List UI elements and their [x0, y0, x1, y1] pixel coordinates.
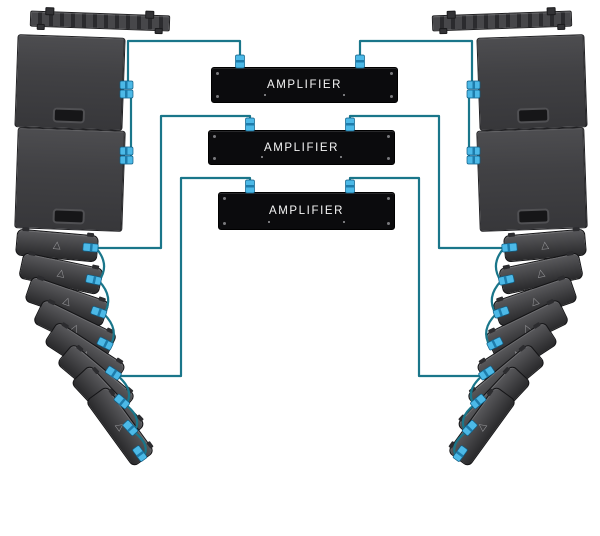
amplifier-label: AMPLIFIER: [268, 205, 345, 217]
left-rigging-frame: [29, 7, 171, 35]
panel-dot-icon: [260, 156, 263, 158]
screw-icon: [213, 135, 216, 138]
speaker-logo-icon: △: [52, 239, 62, 251]
rigging-pin: [145, 10, 155, 19]
speaker-logo-icon: △: [529, 294, 541, 308]
screw-icon: [223, 222, 226, 225]
screw-icon: [387, 197, 390, 200]
amplifier-2: AMPLIFIER: [208, 130, 395, 165]
rigging-foot: [557, 23, 566, 31]
screw-icon: [223, 197, 226, 200]
speaker-logo-icon: △: [61, 294, 73, 308]
panel-dot-icon: [263, 94, 266, 96]
panel-dot-icon: [268, 221, 270, 223]
screw-icon: [387, 157, 390, 160]
amplifier-label: AMPLIFIER: [266, 79, 343, 91]
panel-dot-icon: [343, 221, 345, 223]
right-top-speaker: [476, 34, 588, 131]
screw-icon: [390, 95, 393, 98]
left-top-speaker: [14, 34, 126, 131]
speaker-logo-icon: △: [113, 419, 128, 433]
rigging-foot: [439, 27, 448, 35]
speaker-logo-icon: △: [540, 239, 550, 251]
speaker-handle: [52, 208, 85, 225]
amplifier-1: AMPLIFIER: [211, 67, 398, 103]
rigging-pin: [446, 10, 456, 19]
speaker-logo-icon: △: [474, 419, 489, 433]
panel-dot-icon: [340, 156, 343, 158]
right-rigging-frame: [431, 7, 573, 35]
amplifier-label: AMPLIFIER: [263, 141, 340, 154]
rigging-foot: [154, 27, 163, 35]
rigging-foot: [36, 23, 45, 31]
screw-icon: [216, 72, 219, 75]
screw-icon: [390, 72, 393, 75]
rigging-pin: [45, 7, 55, 16]
panel-dot-icon: [343, 94, 346, 96]
right-bottom-speaker: [476, 127, 588, 232]
speaker-handle: [517, 208, 550, 225]
speaker-logo-icon: △: [535, 266, 546, 280]
screw-icon: [213, 157, 216, 160]
amplifier-3: AMPLIFIER: [218, 192, 395, 230]
rigging-pin: [546, 7, 556, 16]
speaker-handle: [516, 107, 550, 124]
screw-icon: [216, 95, 219, 98]
screw-icon: [387, 222, 390, 225]
speaker-handle: [52, 107, 86, 124]
speaker-logo-icon: △: [56, 266, 67, 280]
screw-icon: [387, 135, 390, 138]
left-bottom-speaker: [14, 127, 126, 232]
